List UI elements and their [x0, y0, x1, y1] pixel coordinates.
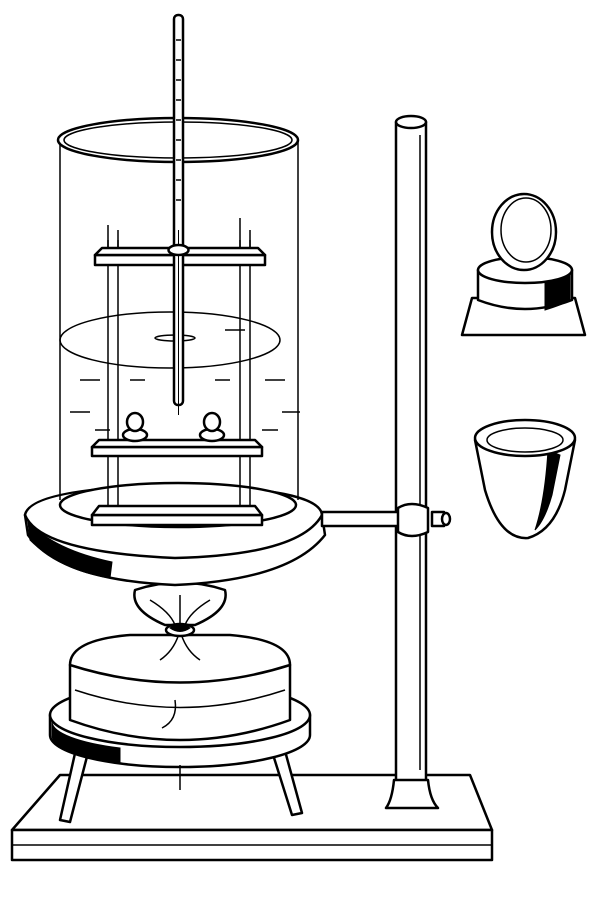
clamp-arm: [320, 502, 452, 538]
thermometer: [167, 13, 190, 415]
stand-rod: [384, 114, 440, 810]
crucible-with-lid: [460, 192, 587, 337]
spirit-lamp: [68, 629, 292, 742]
flame: [133, 581, 227, 638]
open-crucible: [473, 418, 577, 540]
base-board: [10, 773, 494, 862]
small-crucibles: [121, 411, 226, 443]
